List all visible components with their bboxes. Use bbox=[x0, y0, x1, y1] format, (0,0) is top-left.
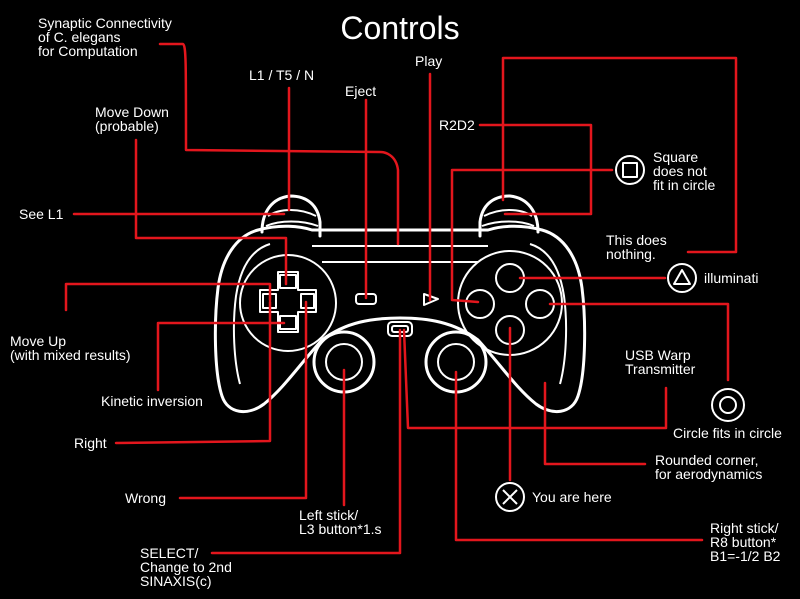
label-usb-warp: USB Warp Transmitter bbox=[625, 347, 696, 377]
square-icon bbox=[615, 155, 645, 185]
circle-icon bbox=[711, 388, 745, 422]
callout-lines bbox=[64, 42, 738, 555]
label-circle: Circle fits in circle bbox=[673, 425, 782, 441]
cross-icon bbox=[495, 482, 525, 512]
label-rounded-corner: Rounded corner, for aerodynamics bbox=[655, 452, 762, 482]
label-move-down: Move Down (probable) bbox=[95, 104, 173, 134]
label-left-stick: Left stick/ L3 button*1.s bbox=[299, 507, 382, 537]
label-wrong: Wrong bbox=[125, 490, 166, 506]
label-you-are-here: You are here bbox=[532, 489, 612, 505]
label-right: Right bbox=[74, 435, 107, 451]
page-title: Controls bbox=[340, 10, 459, 46]
label-l1: L1 / T5 / N bbox=[249, 67, 314, 83]
label-select: SELECT/ Change to 2nd SINAXIS(c) bbox=[140, 545, 236, 589]
label-see-l1: See L1 bbox=[19, 206, 64, 222]
label-illuminati: illuminati bbox=[704, 270, 758, 286]
label-synaptic: Synaptic Connectivity of C. elegans for … bbox=[38, 15, 176, 59]
label-square: Square does not fit in circle bbox=[653, 149, 715, 193]
label-move-up: Move Up (with mixed results) bbox=[10, 333, 131, 363]
label-r2d2: R2D2 bbox=[439, 117, 475, 133]
label-eject: Eject bbox=[345, 83, 376, 99]
label-right-stick: Right stick/ R8 button* B1=-1/2 B2 bbox=[710, 520, 782, 564]
triangle-icon bbox=[667, 263, 697, 293]
label-kinetic-inversion: Kinetic inversion bbox=[101, 393, 203, 409]
label-this-does-nothing: This does nothing. bbox=[606, 232, 671, 262]
label-play: Play bbox=[415, 53, 442, 69]
